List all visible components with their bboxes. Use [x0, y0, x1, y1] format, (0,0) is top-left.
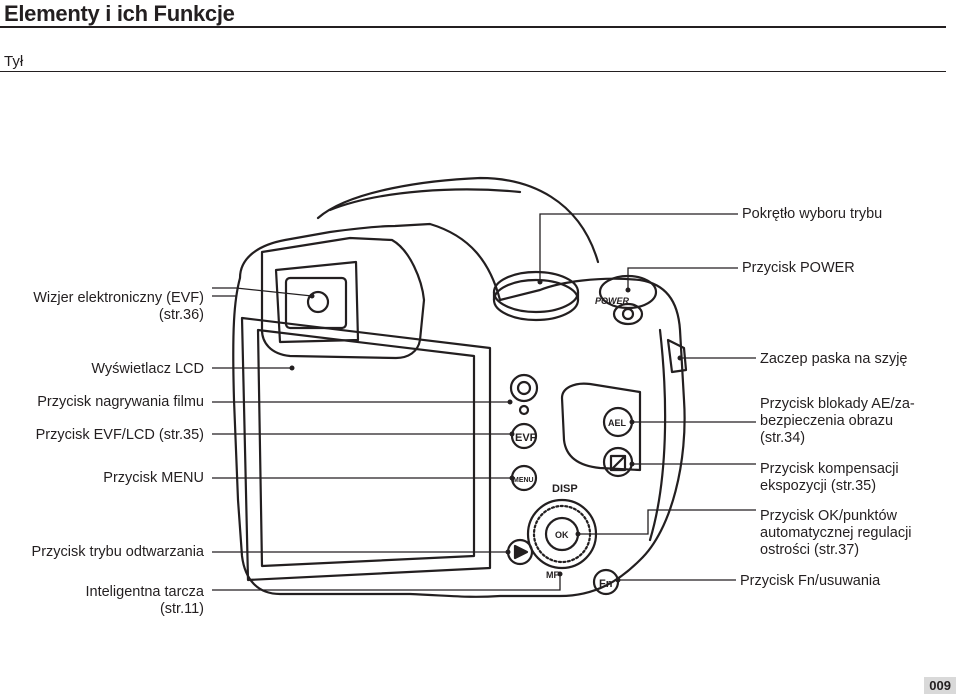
label-power-button: Przycisk POWER: [742, 260, 855, 276]
disp-mark: DISP: [552, 483, 578, 495]
label-exposure-button: Przycisk kompensacji ekspozycji (str.35): [760, 461, 899, 495]
label-ael-line1: Przycisk blokady AE/za-: [760, 396, 915, 412]
label-evf-lcd-button: Przycisk EVF/LCD (str.35): [35, 427, 204, 443]
label-mode-dial: Pokrętło wyboru trybu: [742, 206, 883, 222]
power-mark: POWER: [595, 296, 630, 306]
label-strap-eyelet: Zaczep paska na szyję: [760, 351, 908, 367]
page-number: 009: [924, 677, 956, 694]
mf-mark: MF: [546, 570, 559, 580]
leader-evf: [212, 287, 313, 297]
fn-mark: Fn: [599, 578, 613, 590]
label-smart-dial-line2: (str.11): [159, 601, 204, 617]
section-rule: [0, 71, 946, 72]
label-menu-button: Przycisk MENU: [103, 470, 204, 486]
label-exposure-line2: ekspozycji (str.35): [760, 478, 877, 494]
label-evf-line1: Wizjer elektroniczny (EVF): [33, 290, 204, 306]
label-evf: Wizjer elektroniczny (EVF) (str.36): [33, 290, 204, 324]
ok-mark: OK: [555, 530, 569, 540]
ael-mark: AEL: [608, 418, 627, 428]
label-ael-line2: bezpieczenia obrazu: [760, 413, 894, 429]
menu-mark: MENU: [513, 477, 534, 484]
label-exposure-line1: Przycisk kompensacji: [760, 461, 899, 477]
leader-ok: [578, 509, 756, 535]
label-ok-line2: automatycznej regulacji: [760, 525, 912, 541]
leader-mode-dial: [539, 213, 738, 282]
title-rule: [0, 26, 946, 28]
label-ok-button: Przycisk OK/punktów automatycznej regula…: [760, 508, 912, 559]
label-playback-button: Przycisk trybu odtwarzania: [31, 544, 204, 560]
label-smart-dial-line1: Inteligentna tarcza: [85, 584, 205, 600]
label-movie-button: Przycisk nagrywania filmu: [37, 394, 204, 410]
section-title: Tył: [4, 53, 24, 70]
leader-smart-dial: [212, 574, 561, 591]
label-ok-line1: Przycisk OK/punktów: [760, 508, 897, 524]
label-evf-line2: (str.36): [158, 307, 204, 323]
evf-mark: EVF: [515, 432, 537, 444]
leader-power: [627, 267, 738, 290]
label-lcd: Wyświetlacz LCD: [91, 361, 204, 377]
label-ael-button: Przycisk blokady AE/za- bezpieczenia obr…: [760, 396, 915, 447]
label-ael-line3: (str.34): [760, 430, 806, 446]
page-title: Elementy i ich Funkcje: [4, 1, 235, 26]
label-ok-line3: ostrości (str.37): [760, 542, 860, 558]
label-smart-dial: Inteligentna tarcza (str.11): [86, 584, 205, 618]
label-fn-button: Przycisk Fn/usuwania: [740, 573, 881, 589]
